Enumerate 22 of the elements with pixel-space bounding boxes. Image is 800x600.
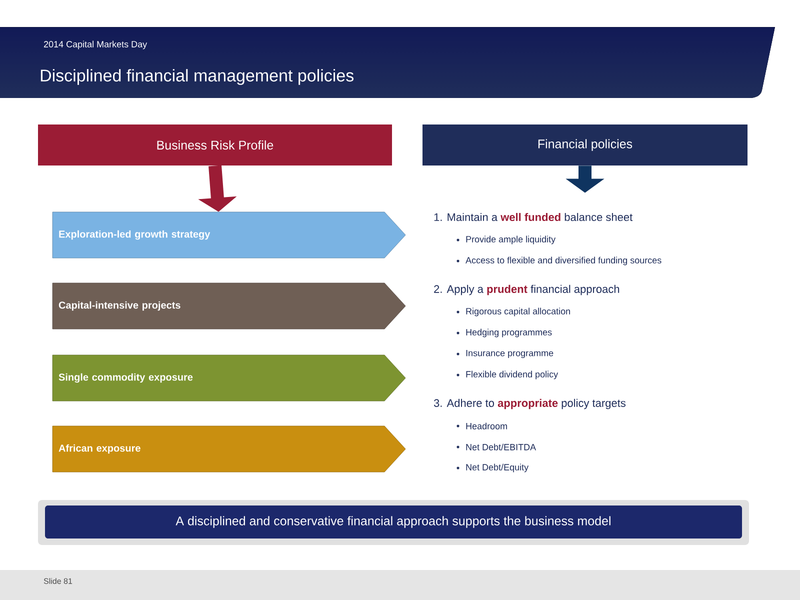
policy-heading: 3. Adhere to appropriate policy targets <box>434 398 626 410</box>
title: Disciplined financial management policies <box>40 69 354 85</box>
bullet-item: Insurance programme <box>466 350 554 358</box>
header-box: Business Risk Profile <box>38 124 392 166</box>
chevron-box: Capital-intensive projects <box>52 282 406 330</box>
bullet-item: Flexible dividend policy <box>466 370 558 380</box>
bullet-item: Rigorous capital allocation <box>466 308 570 316</box>
policy-heading: 1. Maintain a well funded balance sheet <box>434 212 633 222</box>
bullet-item: Access to flexible and diversified funding sources <box>466 256 662 266</box>
subtitle: 2014 Capital Markets Day <box>44 40 148 50</box>
bullet-item: Headroom <box>466 422 507 430</box>
chevron-box: African exposure <box>52 426 406 472</box>
slide-number: Slide 81 <box>44 578 72 584</box>
bullet-item: Hedging programmes <box>466 328 552 338</box>
bullet-item: Provide ample liquidity <box>466 236 556 244</box>
chevron-box: Exploration-led growth strategy <box>52 212 406 258</box>
header-box: Financial policies <box>422 124 748 166</box>
chevron-box: Single commodity exposure <box>52 354 406 402</box>
bullet-item: Net Debt/EBITDA <box>466 444 536 450</box>
banner: A disciplined and conservative financial approach supports the business model <box>45 506 742 538</box>
policy-heading: 2. Apply a prudent financial approach <box>434 284 620 296</box>
bullet-item: Net Debt/Equity <box>466 464 529 472</box>
